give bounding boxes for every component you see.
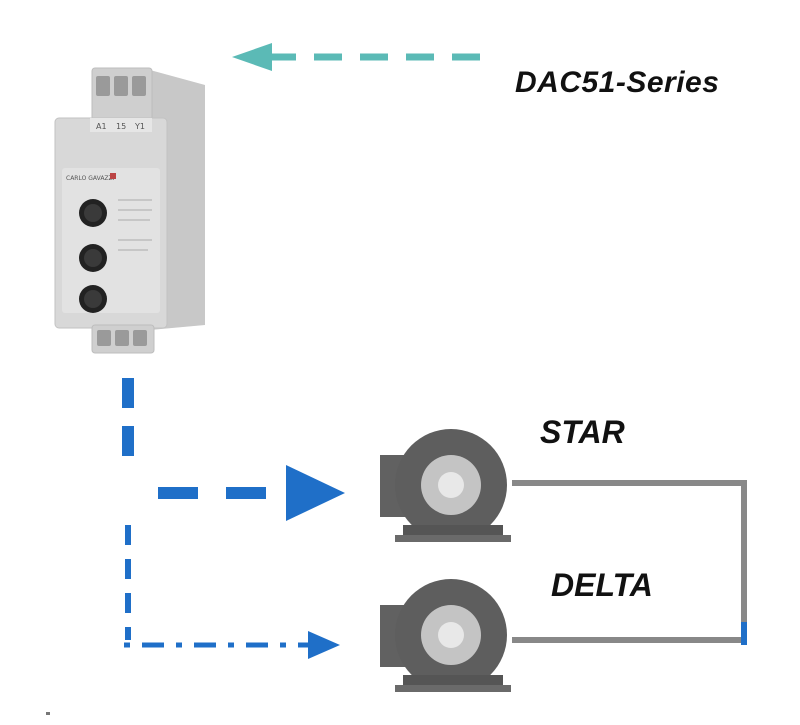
terminal-label-15: 15 (116, 122, 126, 131)
motor-connection-wire (512, 480, 747, 645)
delta-motor (380, 579, 511, 692)
relay-device: A1 15 Y1 CARLO GAVAZZI (54, 67, 205, 354)
corner-mark (46, 712, 50, 715)
series-label: DAC51-Series (515, 66, 720, 99)
terminal-label-a1: A1 (96, 122, 107, 131)
relay-knob-top (79, 199, 107, 227)
relay-knob-middle (79, 244, 107, 272)
blue-dashed-thin-line (124, 525, 340, 659)
blue-arrow-to-star (158, 465, 345, 521)
relay-brand-label: CARLO GAVAZZI (66, 175, 115, 182)
relay-knob-bottom (79, 285, 107, 313)
teal-dashed-arrow (232, 43, 480, 71)
star-motor (380, 429, 511, 542)
delta-label: DELTA (551, 567, 653, 603)
star-label: STAR (540, 414, 625, 450)
terminal-label-y1: Y1 (134, 122, 145, 131)
